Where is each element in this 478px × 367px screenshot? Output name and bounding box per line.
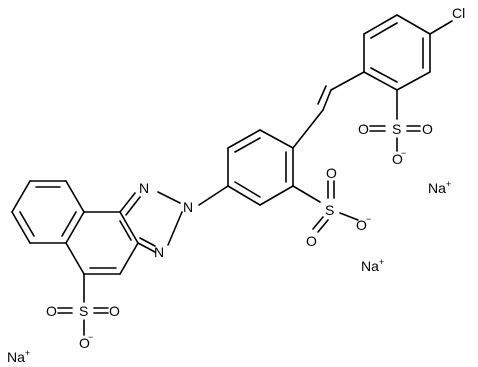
sodium-ion-label: Na+ — [7, 348, 30, 365]
bond — [292, 185, 321, 203]
naphthalene-oxygen-charge: − — [88, 332, 93, 342]
naphthalene-oxygen-left-label: O — [46, 303, 57, 319]
bond — [363, 14, 398, 35]
bond — [137, 242, 156, 253]
atom-labels: Cl N N N S O O O − S O O − O S O O O − — [46, 5, 465, 351]
bond — [259, 185, 294, 206]
middle-sulfur-label: S — [325, 202, 334, 218]
naphthalene-oxygen-right-label: O — [109, 303, 120, 319]
chlorine-label: Cl — [452, 5, 465, 21]
middle-oxygen-right-label: O — [356, 217, 367, 233]
bond — [339, 212, 359, 221]
bond — [396, 14, 431, 35]
bond — [157, 191, 181, 204]
naphthalene-oxygen-bottom-label: O — [79, 335, 90, 351]
middle-oxygen-left-label: O — [306, 233, 317, 249]
bonds — [11, 14, 453, 336]
top-oxygen-right-label: O — [422, 121, 433, 137]
bond — [119, 220, 132, 241]
bond — [119, 211, 139, 244]
bond — [370, 22, 398, 39]
counterions: Na+ Na+ Na+ — [7, 179, 451, 365]
bond — [322, 89, 332, 111]
top-oxygen-charge: − — [401, 148, 406, 158]
bond — [198, 185, 229, 206]
triazole-n1-label: N — [139, 180, 149, 196]
bond — [292, 109, 324, 149]
bond — [317, 219, 329, 233]
bond — [119, 192, 136, 213]
triazole-n3-label: N — [154, 244, 164, 260]
middle-oxygen-charge: − — [366, 214, 371, 224]
bond — [167, 211, 183, 246]
bond — [317, 85, 327, 105]
bond — [65, 211, 85, 244]
bond — [429, 20, 453, 35]
bond — [396, 71, 431, 91]
top-sulfur-label: S — [392, 121, 401, 137]
bond — [227, 185, 261, 206]
bond — [234, 137, 261, 153]
bond — [234, 181, 261, 198]
bond — [61, 211, 77, 237]
bond — [227, 129, 261, 149]
bond — [259, 129, 294, 149]
sodium-ion-label: Na+ — [361, 257, 384, 274]
middle-oxygen-top-label: O — [326, 165, 337, 181]
bond — [11, 211, 31, 244]
bond — [65, 180, 85, 213]
bond — [119, 242, 139, 275]
bond — [11, 180, 31, 213]
bond — [312, 216, 324, 230]
bond — [125, 196, 141, 216]
naphthalene-sulfur-label: S — [79, 303, 88, 319]
sodium-ion-label: Na+ — [428, 179, 451, 196]
bond — [139, 237, 156, 247]
top-oxygen-left-label: O — [358, 121, 369, 137]
bond — [19, 211, 35, 237]
bond — [330, 71, 365, 91]
top-oxygen-bottom-label: O — [392, 151, 403, 167]
bond — [370, 67, 398, 83]
triazole-n2-label: N — [183, 199, 193, 215]
bond — [65, 242, 85, 275]
bond — [363, 71, 398, 91]
